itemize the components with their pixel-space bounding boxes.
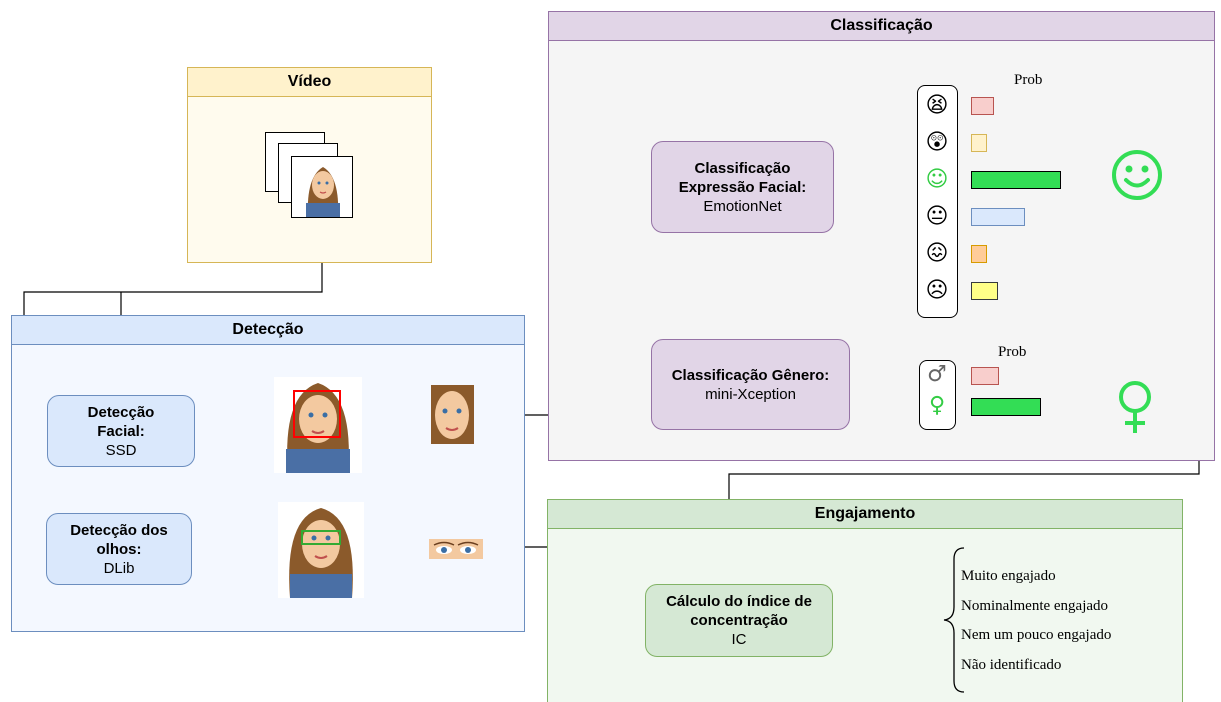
emotion-prob-label: Prob: [1014, 72, 1043, 88]
ic-calculation-node[interactable]: Cálculo do índice de concentração IC: [645, 584, 833, 657]
expression-classification-node[interactable]: Classificação Expressão Facial: EmotionN…: [651, 141, 834, 233]
gender-classification-sub: mini-Xception: [705, 385, 796, 403]
emotion-prob-bar-5: [971, 282, 998, 300]
eye-detection-node[interactable]: Detecção dos olhos: DLib: [46, 513, 192, 585]
video-frame-front: [291, 156, 353, 218]
engagement-level-1: Nominalmente engajado: [961, 598, 1109, 614]
eye-detection-title: Detecção dos olhos:: [70, 521, 168, 558]
sad-face-icon: ☹: [925, 278, 949, 303]
engagement-level-0: Muito engajado: [961, 568, 1056, 584]
ic-calculation-title: Cálculo do índice de concentração: [666, 593, 812, 629]
expression-classification-sub: EmotionNet: [703, 197, 782, 215]
neutral-face-icon: 😐: [925, 204, 949, 229]
happy-result-icon: [1110, 148, 1164, 202]
face-detection-image: [274, 377, 362, 473]
cropped-face-image: [431, 385, 474, 444]
happy-face-icon: ☺: [925, 167, 949, 192]
emotion-prob-bar-1: [971, 134, 987, 152]
emotion-prob-bar-4: [971, 245, 987, 263]
emotion-icon-column: [917, 85, 958, 318]
woman-portrait-icon: [292, 157, 352, 217]
gender-prob-bar-1: [971, 398, 1041, 416]
female-symbol-icon: ♀: [928, 393, 946, 418]
emotion-prob-bar-3: [971, 208, 1025, 226]
angry-face-icon: 😫: [925, 93, 949, 118]
gender-classification-node[interactable]: Classificação Gênero: mini-Xception: [651, 339, 850, 430]
female-result-icon: [1115, 379, 1155, 435]
male-symbol-icon: ♂: [927, 362, 947, 387]
face-detection-node[interactable]: Detecção Facial: SSD: [47, 395, 195, 467]
ic-calculation-sub: IC: [731, 631, 747, 648]
engagement-panel-title: Engajamento: [548, 500, 1182, 529]
disgusted-face-icon: 😖: [925, 241, 949, 266]
engagement-level-2: Nem um pouco engajado: [961, 627, 1112, 643]
emotion-prob-bar-0: [971, 97, 994, 115]
eye-detection-image: [278, 502, 364, 598]
face-detection-title: Detecção Facial:: [87, 403, 155, 440]
curly-brace: [943, 547, 965, 693]
face-bounding-box: [293, 390, 341, 438]
detection-panel-title: Detecção: [12, 316, 524, 345]
surprised-face-icon: 😲: [925, 130, 949, 155]
emotion-prob-bar-2: [971, 171, 1061, 189]
classification-panel-title: Classificação: [549, 12, 1214, 41]
cropped-eyes-image: [429, 539, 483, 559]
video-panel-title: Vídeo: [188, 68, 431, 97]
engagement-level-3: Não identificado: [961, 657, 1062, 673]
gender-classification-title: Classificação Gênero:: [671, 366, 830, 384]
video-frame-stack: [265, 132, 355, 220]
gender-prob-label: Prob: [998, 344, 1027, 360]
expression-classification-title: Classificação Expressão Facial:: [678, 159, 807, 196]
eye-bounding-box: [301, 530, 341, 545]
gender-prob-bar-0: [971, 367, 999, 385]
face-detection-sub: SSD: [105, 441, 137, 459]
eye-detection-sub: DLib: [103, 559, 135, 577]
gender-icon-column: [919, 360, 956, 430]
